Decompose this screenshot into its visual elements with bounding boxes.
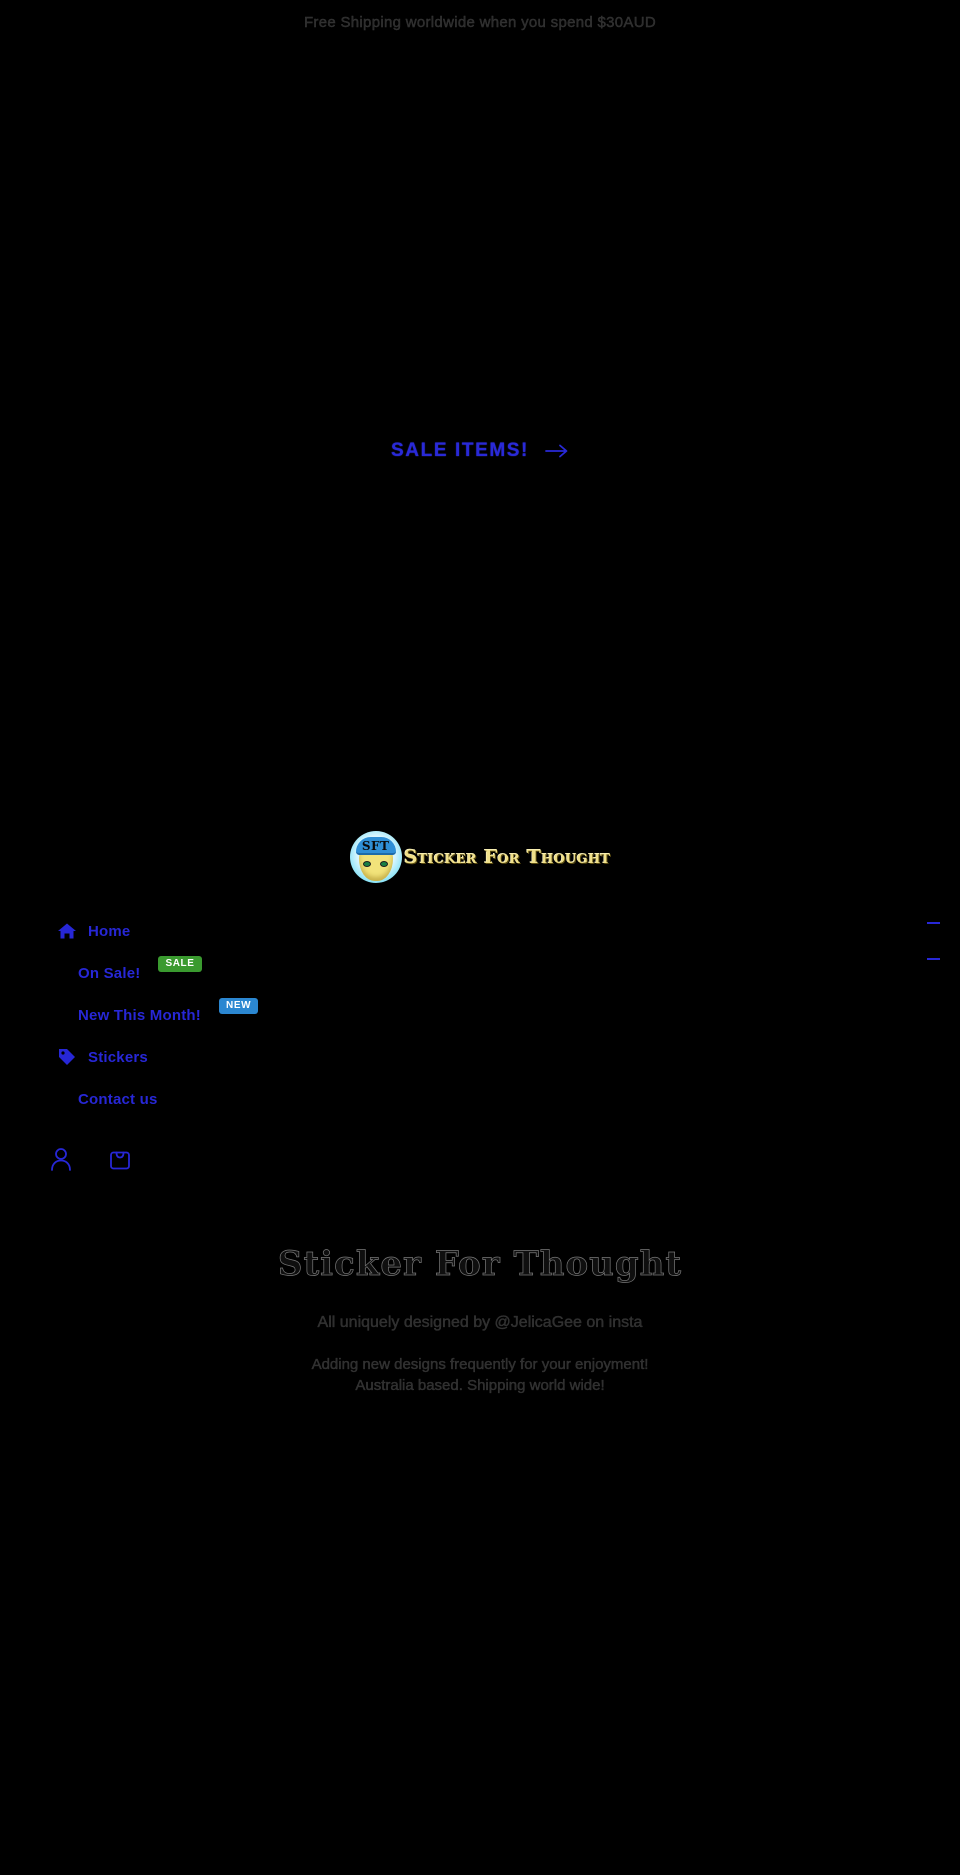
home-icon bbox=[56, 920, 78, 942]
announcement-text: Free Shipping worldwide when you spend $… bbox=[303, 13, 657, 31]
nav-item-contact-us-label: Contact us bbox=[78, 1090, 158, 1108]
site-header: SFT Sticker For Thought Home On Sale! SA… bbox=[0, 804, 960, 1182]
main-navigation: Home On Sale! SALE New This Month! NEW S… bbox=[0, 892, 960, 1120]
site-logo-link[interactable]: SFT Sticker For Thought bbox=[349, 831, 611, 883]
nav-item-new-this-month[interactable]: New This Month! NEW bbox=[56, 994, 960, 1036]
sft-face-logo-icon: SFT bbox=[349, 831, 402, 883]
slideshow-dash-2[interactable] bbox=[927, 958, 940, 960]
logo-row: SFT Sticker For Thought bbox=[0, 822, 960, 892]
nav-item-home-label: Home bbox=[88, 922, 131, 940]
arrow-right-icon bbox=[545, 444, 569, 458]
header-actions bbox=[0, 1120, 960, 1182]
page-bottom-filler bbox=[0, 1396, 960, 1816]
logo-mark-text: SFT bbox=[361, 839, 390, 853]
sale-badge: SALE bbox=[158, 956, 202, 972]
announcement-bar: Free Shipping worldwide when you spend $… bbox=[0, 0, 960, 44]
intro-line-2: Australia based. Shipping world wide! bbox=[355, 1377, 605, 1394]
slideshow-pagination[interactable] bbox=[927, 922, 940, 960]
nav-item-home[interactable]: Home bbox=[56, 910, 960, 952]
intro-section: Sticker For Thought All uniquely designe… bbox=[0, 1182, 960, 1396]
hero-slideshow[interactable]: SALE ITEMS! bbox=[0, 44, 960, 804]
sale-items-link[interactable]: SALE ITEMS! bbox=[391, 440, 529, 461]
account-icon[interactable] bbox=[50, 1147, 72, 1171]
cart-icon[interactable] bbox=[108, 1147, 132, 1171]
new-badge: NEW bbox=[219, 998, 259, 1014]
intro-subtitle: All uniquely designed by @JelicaGee on i… bbox=[317, 1314, 643, 1331]
tag-icon bbox=[56, 1046, 78, 1068]
logo-wordmark: Sticker For Thought bbox=[403, 846, 611, 868]
nav-item-new-this-month-label: New This Month! bbox=[78, 1006, 201, 1024]
nav-item-stickers[interactable]: Stickers bbox=[56, 1036, 960, 1078]
nav-item-on-sale[interactable]: On Sale! SALE bbox=[56, 952, 960, 994]
page-title: Sticker For Thought bbox=[277, 1244, 683, 1285]
intro-line-1: Adding new designs frequently for your e… bbox=[311, 1356, 649, 1373]
hero-slide-image bbox=[0, 44, 960, 804]
nav-item-on-sale-label: On Sale! bbox=[78, 964, 141, 982]
nav-item-contact-us[interactable]: Contact us bbox=[56, 1078, 960, 1120]
slideshow-dash-1[interactable] bbox=[927, 922, 940, 924]
hero-cta[interactable]: SALE ITEMS! bbox=[0, 440, 960, 462]
nav-item-stickers-label: Stickers bbox=[88, 1048, 148, 1066]
